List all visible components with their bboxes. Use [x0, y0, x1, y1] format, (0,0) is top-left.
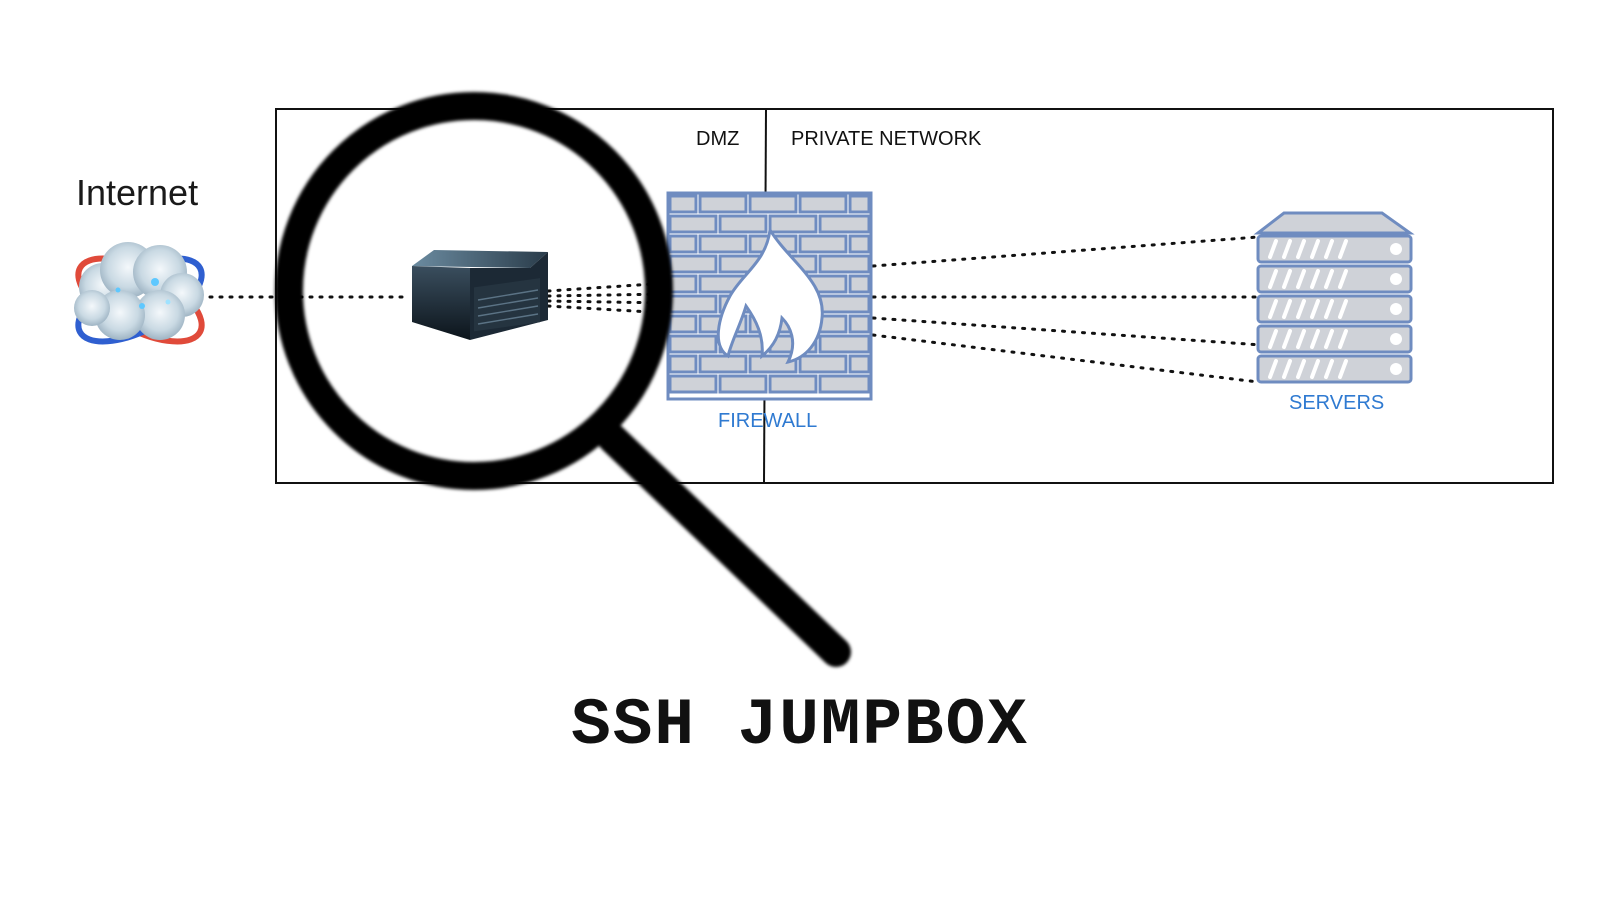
internet-label: Internet — [76, 172, 199, 213]
firewall-to-server-line-1 — [871, 235, 1260, 268]
server-stack-icon — [1253, 211, 1415, 384]
cloud-globe-icon — [74, 242, 205, 345]
firewall-to-server-line-3 — [871, 316, 1292, 349]
magnifying-glass-icon — [275, 92, 851, 667]
firewall-label: FIREWALL — [718, 410, 818, 432]
flame-shape — [716, 225, 824, 365]
firewall-to-server-line-4 — [871, 333, 1260, 384]
dmz-label: DMZ — [696, 128, 740, 150]
firewall-icon — [666, 191, 873, 401]
private-network-label: PRIVATE NETWORK — [791, 128, 982, 150]
connection-lines — [208, 235, 1292, 384]
rack-server-icon — [412, 250, 548, 340]
servers-label: SERVERS — [1289, 392, 1385, 414]
page-title: SSH JUMPBOX — [571, 688, 1029, 763]
